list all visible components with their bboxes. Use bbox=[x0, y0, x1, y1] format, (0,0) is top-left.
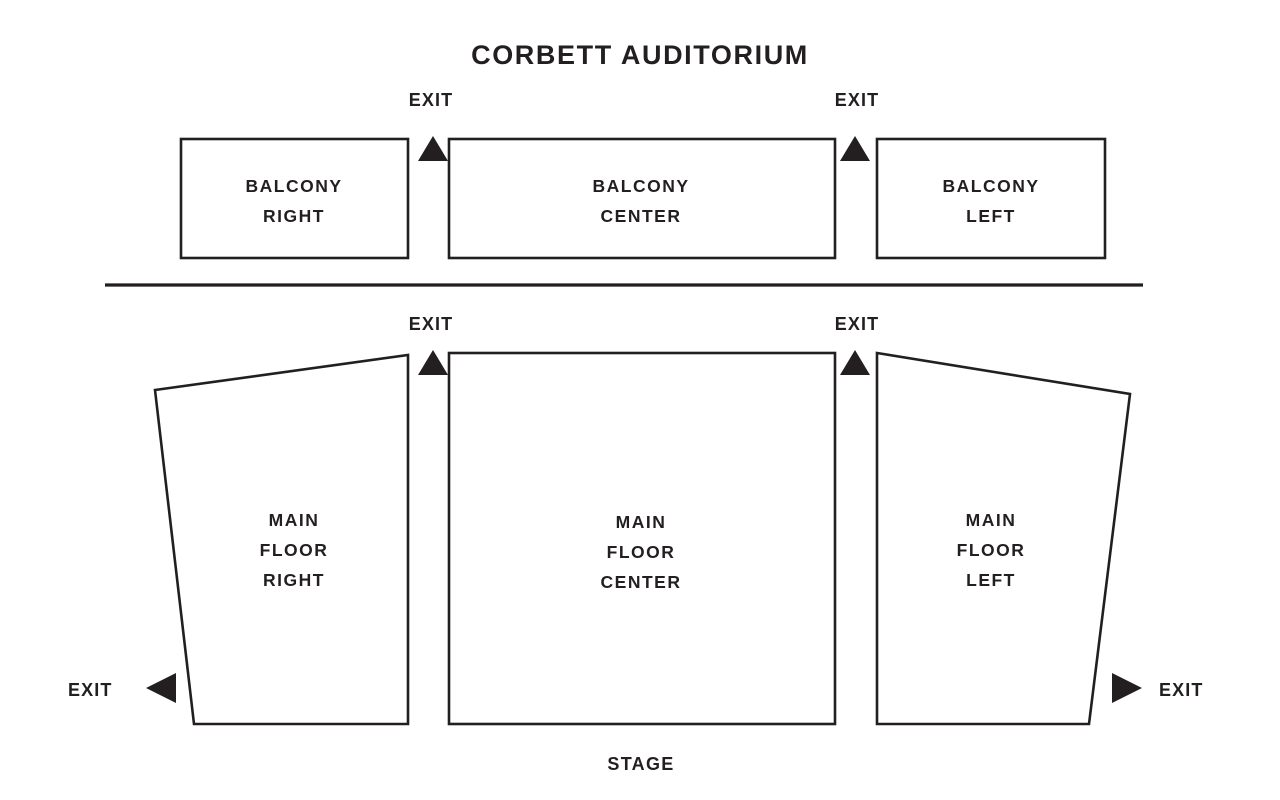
exit-label: EXIT bbox=[835, 314, 879, 334]
exit-arrow-right-icon bbox=[1112, 673, 1142, 703]
section-main-floor-left[interactable]: MAIN FLOOR LEFT bbox=[875, 351, 1132, 726]
section-label-line1: MAIN bbox=[966, 510, 1017, 530]
section-main-floor-right[interactable]: MAIN FLOOR RIGHT bbox=[153, 353, 410, 726]
exit-label: EXIT bbox=[1159, 680, 1203, 700]
exit-floor-far-left[interactable]: EXIT bbox=[1112, 673, 1203, 703]
section-balcony-center[interactable]: BALCONY CENTER bbox=[447, 137, 837, 260]
exit-arrow-up-icon bbox=[840, 136, 870, 161]
balcony-level: EXIT EXIT BALCONY RIGHT BALCONY CENTER B… bbox=[179, 90, 1107, 260]
section-label-line3: RIGHT bbox=[263, 570, 325, 590]
section-label-line2: FLOOR bbox=[957, 540, 1026, 560]
exit-label: EXIT bbox=[68, 680, 112, 700]
section-shape bbox=[153, 353, 410, 726]
exit-arrow-up-icon bbox=[418, 350, 448, 375]
section-shape bbox=[447, 137, 837, 260]
section-shape bbox=[447, 351, 837, 726]
section-balcony-right[interactable]: BALCONY RIGHT bbox=[179, 137, 410, 260]
exit-arrow-up-icon bbox=[840, 350, 870, 375]
exit-balcony-inner-left[interactable]: EXIT bbox=[835, 90, 879, 161]
exit-floor-far-right[interactable]: EXIT bbox=[68, 673, 176, 703]
section-label-line3: CENTER bbox=[601, 572, 682, 592]
section-label-line2: CENTER bbox=[601, 206, 682, 226]
exit-label: EXIT bbox=[409, 314, 453, 334]
section-label-line1: MAIN bbox=[269, 510, 320, 530]
stage-label: STAGE bbox=[607, 754, 674, 774]
section-label-line2: RIGHT bbox=[263, 206, 325, 226]
section-label-line2: LEFT bbox=[966, 206, 1016, 226]
section-shape bbox=[875, 351, 1132, 726]
section-label-line2: FLOOR bbox=[607, 542, 676, 562]
exit-arrow-left-icon bbox=[146, 673, 176, 703]
exit-label: EXIT bbox=[835, 90, 879, 110]
section-balcony-left[interactable]: BALCONY LEFT bbox=[875, 137, 1107, 260]
section-shape bbox=[875, 137, 1107, 260]
main-floor-level: EXIT EXIT MAIN FLOOR RIGHT MAIN FLOOR CE… bbox=[68, 314, 1203, 726]
section-label-line1: MAIN bbox=[616, 512, 667, 532]
page-title: CORBETT AUDITORIUM bbox=[471, 40, 809, 70]
exit-floor-inner-left[interactable]: EXIT bbox=[835, 314, 879, 375]
exit-balcony-inner-right[interactable]: EXIT bbox=[409, 90, 453, 161]
exit-arrow-up-icon bbox=[418, 136, 448, 161]
section-label-line1: BALCONY bbox=[245, 176, 342, 196]
section-label-line1: BALCONY bbox=[942, 176, 1039, 196]
section-label-line2: FLOOR bbox=[260, 540, 329, 560]
section-label-line3: LEFT bbox=[966, 570, 1016, 590]
section-shape bbox=[179, 137, 410, 260]
section-main-floor-center[interactable]: MAIN FLOOR CENTER bbox=[447, 351, 837, 726]
section-label-line1: BALCONY bbox=[592, 176, 689, 196]
exit-floor-inner-right[interactable]: EXIT bbox=[409, 314, 453, 375]
exit-label: EXIT bbox=[409, 90, 453, 110]
